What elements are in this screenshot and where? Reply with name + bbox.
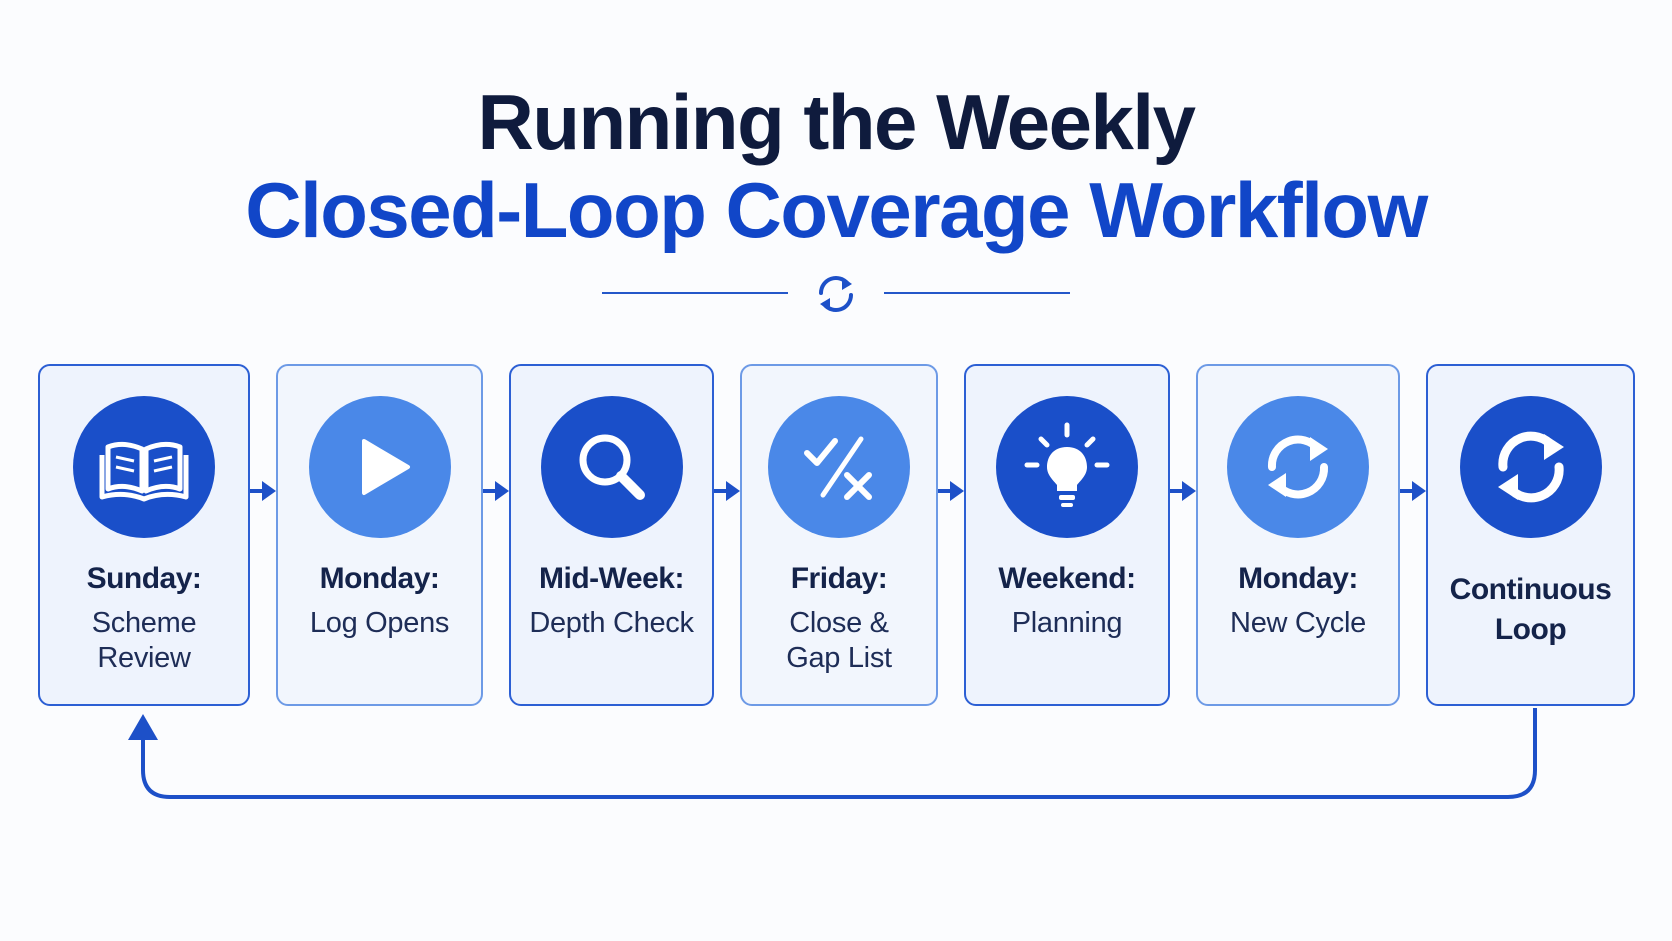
step-day-label: Weekend: bbox=[998, 562, 1136, 595]
step-icon-circle bbox=[768, 396, 910, 538]
refresh-icon bbox=[1267, 435, 1329, 499]
step-description: Depth Check bbox=[511, 606, 712, 641]
step-day-label: Mid-Week: bbox=[539, 562, 684, 595]
step-description-text: Log Opens bbox=[309, 607, 450, 639]
title-line-1: Running the Weekly bbox=[477, 78, 1196, 166]
step-final-label: Continuous Loop bbox=[1428, 570, 1633, 650]
step-icon-circle bbox=[1227, 396, 1369, 538]
step-monday-new-cycle: Monday: New Cycle bbox=[1196, 364, 1400, 706]
step-description-text: Planning bbox=[1011, 607, 1123, 639]
title-line-2: Closed-Loop Coverage Workflow bbox=[245, 166, 1428, 254]
step-weekend: Weekend: Planning bbox=[964, 364, 1170, 706]
step-final-text: Continuous Loop bbox=[1449, 573, 1612, 646]
title-block: Running the Weekly Closed-Loop Coverage … bbox=[0, 78, 1672, 254]
step-description-text: Scheme Review bbox=[91, 607, 197, 674]
step-description-text: Depth Check bbox=[529, 607, 694, 639]
step-icon-circle bbox=[1459, 396, 1602, 538]
divider-left bbox=[602, 292, 788, 294]
step-day-label: Friday: bbox=[790, 562, 888, 595]
lightbulb-icon bbox=[1024, 422, 1110, 507]
step-day-label: Sunday: bbox=[86, 562, 202, 595]
step-mid-week: Mid-Week: Depth Check bbox=[509, 364, 714, 706]
step-description-text: Close & Gap List bbox=[786, 607, 892, 674]
step-description-text: New Cycle bbox=[1230, 607, 1366, 639]
step-day-label: Monday: bbox=[319, 562, 440, 595]
step-day-label: Monday: bbox=[1238, 562, 1358, 595]
magnifier-icon bbox=[579, 434, 645, 500]
step-icon-circle bbox=[308, 396, 451, 538]
cycle-icon bbox=[819, 276, 853, 312]
check-cross-icon bbox=[804, 436, 872, 500]
book-icon bbox=[99, 441, 189, 502]
step-sunday: Sunday: Scheme Review bbox=[38, 364, 250, 706]
step-description: Scheme Review bbox=[40, 606, 248, 676]
step-description: Log Opens bbox=[278, 606, 481, 641]
refresh-icon bbox=[1497, 431, 1564, 503]
step-description: Planning bbox=[966, 606, 1168, 641]
step-description: New Cycle bbox=[1198, 606, 1398, 641]
play-icon bbox=[361, 439, 410, 495]
step-continuous-loop: Continuous Loop bbox=[1426, 364, 1635, 706]
step-description: Close & Gap List bbox=[742, 606, 936, 676]
step-friday: Friday: Close & Gap List bbox=[740, 364, 938, 706]
step-icon-circle bbox=[996, 396, 1138, 538]
step-monday-log: Monday: Log Opens bbox=[276, 364, 483, 706]
step-icon-circle bbox=[73, 396, 215, 538]
divider-right bbox=[884, 292, 1070, 294]
step-icon-circle bbox=[540, 396, 683, 538]
